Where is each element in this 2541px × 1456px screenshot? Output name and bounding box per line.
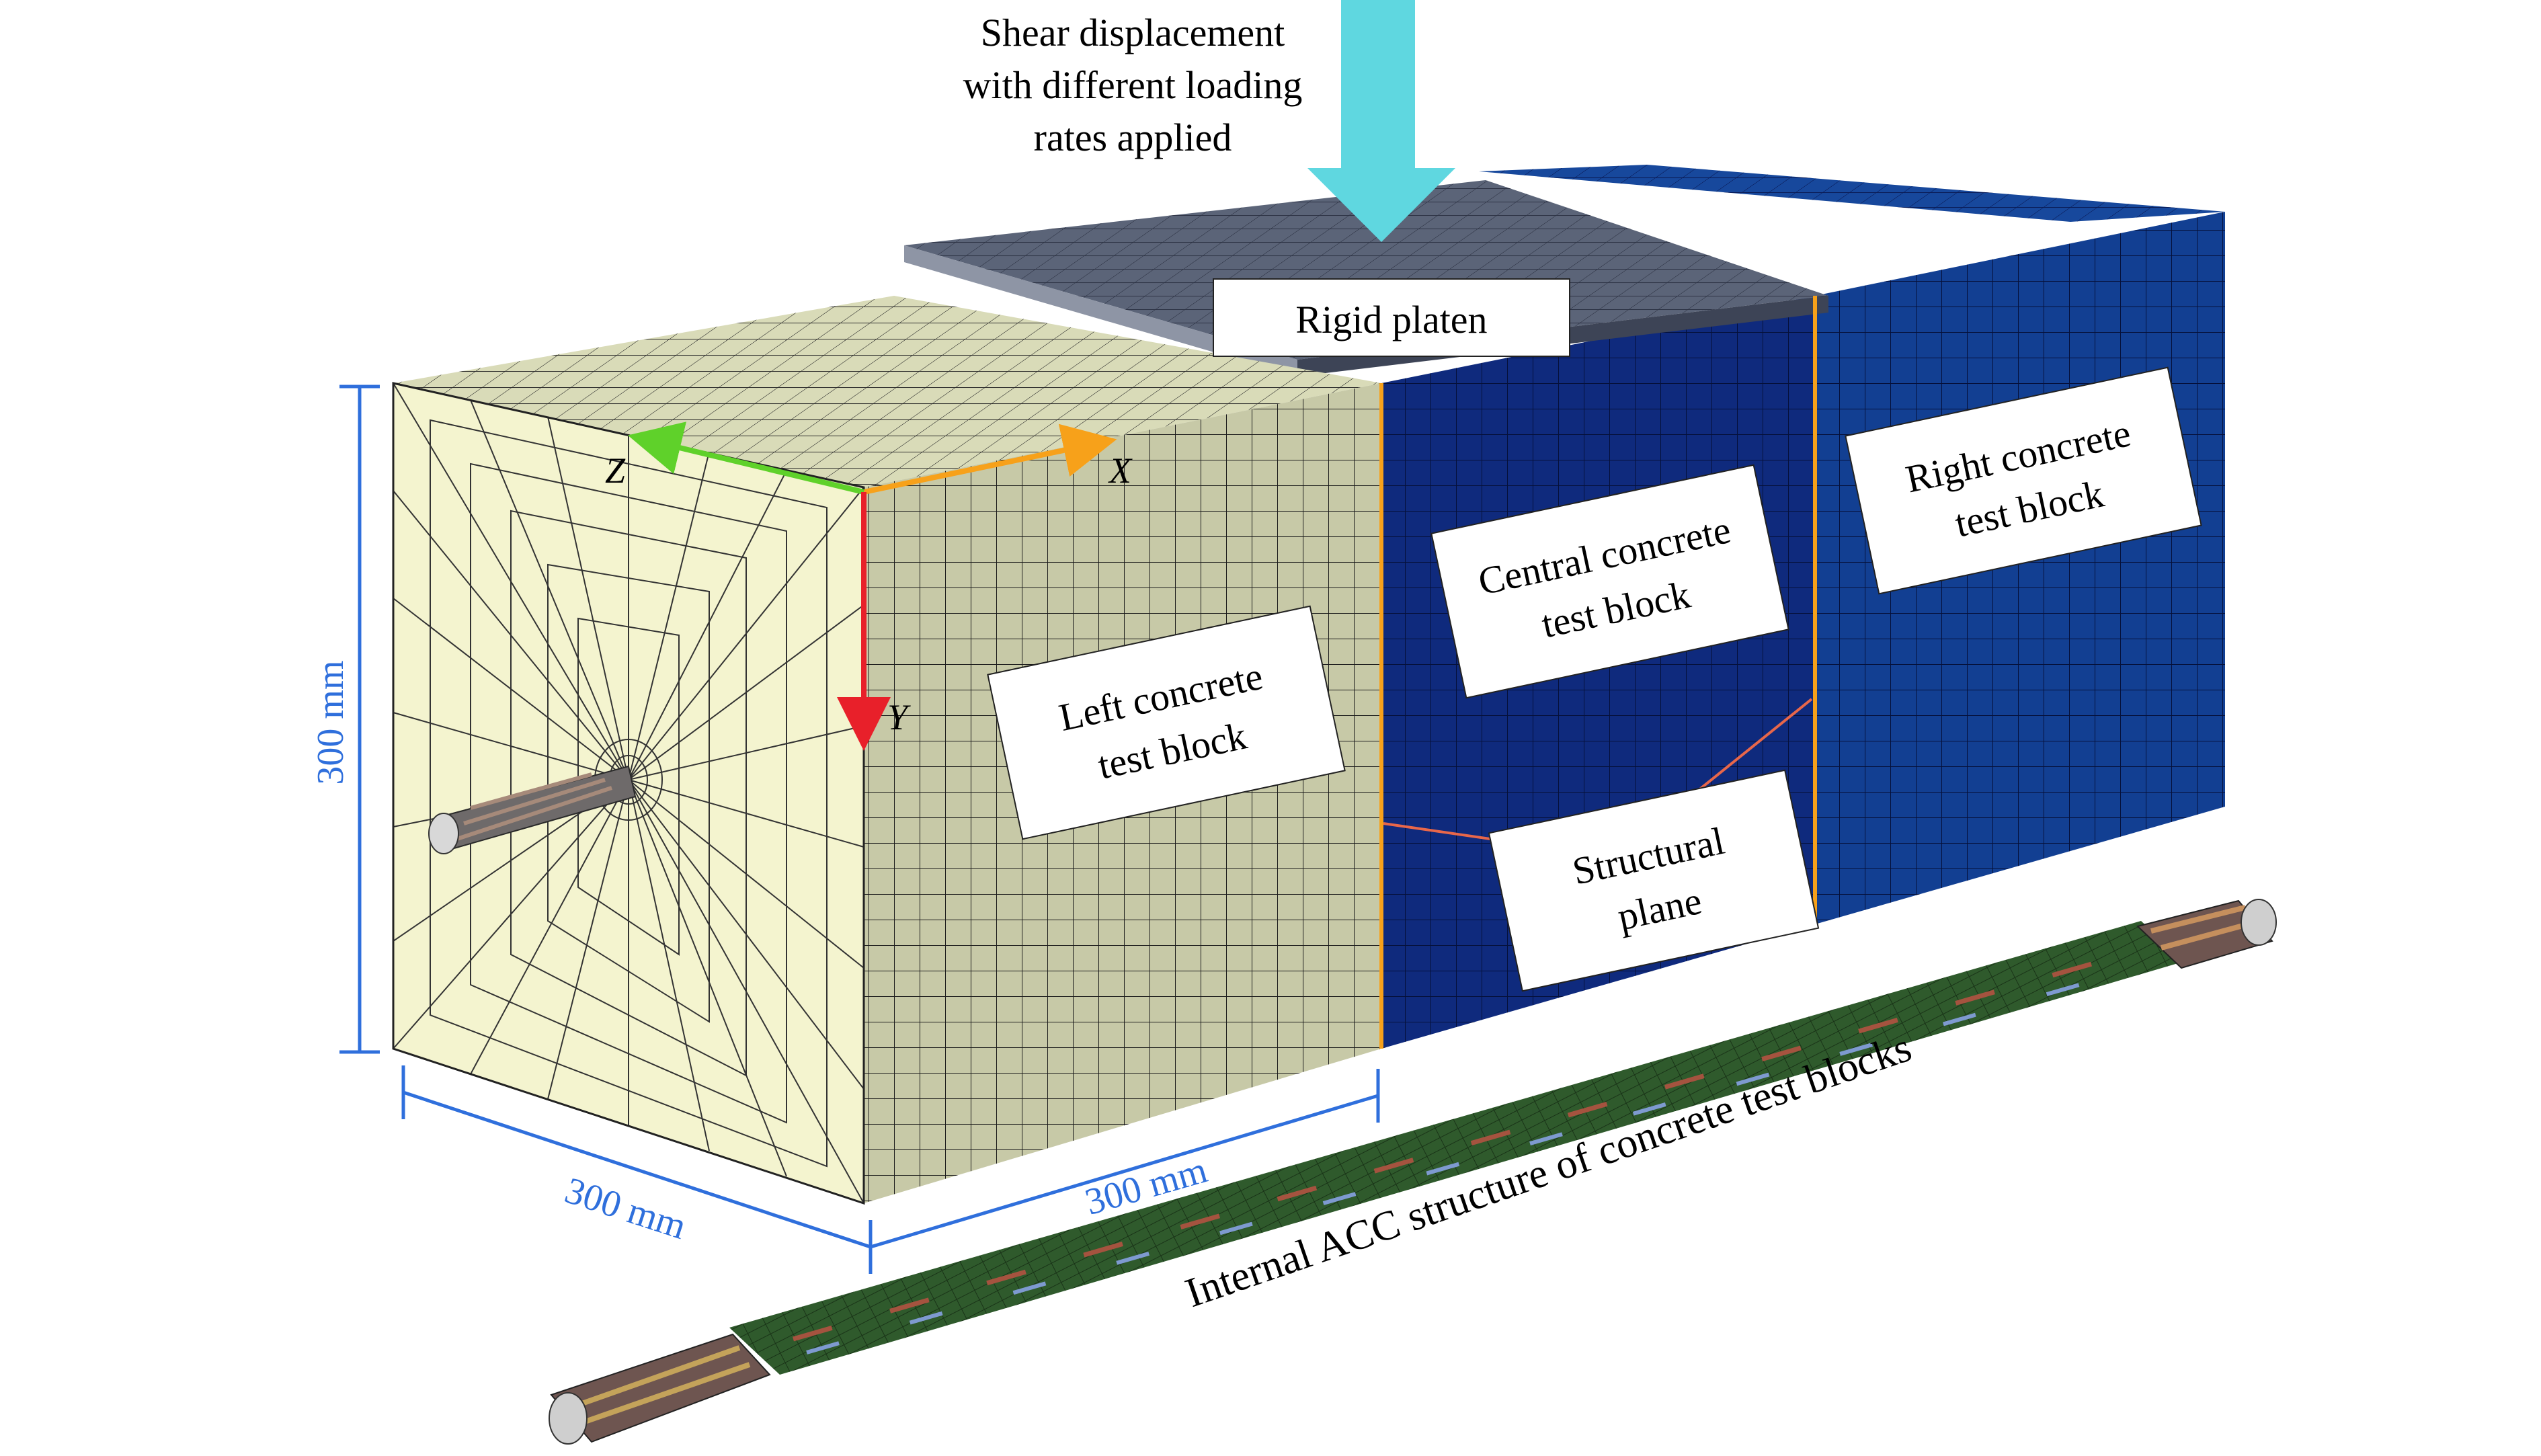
svg-text:rates applied: rates applied xyxy=(1034,116,1232,159)
axis-x-arrow xyxy=(863,423,1117,495)
axis-z-label: Z xyxy=(605,450,626,491)
platen-label-box: Rigid platen xyxy=(1213,278,1570,357)
dimension-lines xyxy=(339,385,1380,1274)
dim-height-label: 300 mm xyxy=(310,660,352,784)
radial-mesh xyxy=(393,382,864,1204)
svg-text:with different loading: with different loading xyxy=(963,63,1303,107)
axis-z-arrow xyxy=(627,421,864,495)
right-label-box: Right concrete test block xyxy=(1845,366,2202,595)
axis-x-label: X xyxy=(1108,450,1133,491)
load-arrow xyxy=(1307,0,1455,242)
left-label-box: Left concrete test block xyxy=(987,605,1346,840)
central-label-box: Central concrete test block xyxy=(1430,464,1789,699)
load-label: Shear displacement with different loadin… xyxy=(963,11,1303,159)
plane-label-box: Structural plane xyxy=(1488,769,1820,992)
platen-label: Rigid platen xyxy=(1295,298,1487,341)
coordinate-axes: X Z Y xyxy=(605,421,1133,751)
svg-text:Shear displacement: Shear displacement xyxy=(981,11,1285,54)
acc-cable xyxy=(549,899,2277,1445)
axis-y-label: Y xyxy=(887,697,911,737)
cable-stub xyxy=(428,765,637,854)
